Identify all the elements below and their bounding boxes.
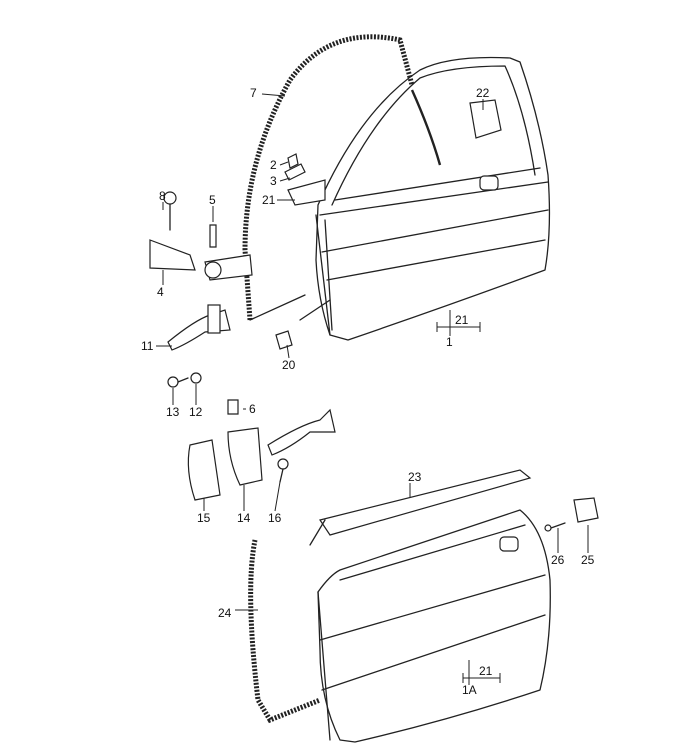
callout-11: 11 [141,339,154,353]
callout-25: 25 [581,553,595,567]
callout-6: 6 [249,402,256,416]
handle-parts [187,408,336,501]
hinge-parts [149,99,502,415]
sill-trim [319,469,532,536]
callout-1: 1 [446,335,453,349]
callout-5: 5 [209,193,216,207]
callout-14: 14 [237,511,251,525]
leader-lines [156,93,589,685]
callout-16: 16 [268,511,282,525]
callout-12: 12 [189,405,203,419]
callout-22: 22 [476,86,490,100]
callout-20: 20 [282,358,296,372]
callout-1A: 1A [462,683,477,697]
door-seal-lower [248,539,321,724]
callout-15: 15 [197,511,211,525]
callout-3: 3 [270,174,277,188]
callout-2: 2 [270,158,277,172]
callout-21: 21 [262,193,276,207]
callout-8: 8 [159,189,166,203]
callout-21-lower: 21 [479,664,493,678]
door-seal-upper [242,34,415,321]
door-shell-upper [315,56,551,341]
callout-21-door: 21 [455,313,469,327]
callout-4: 4 [157,285,164,299]
callout-13: 13 [166,405,180,419]
door-shell-lower [317,509,551,743]
callout-26: 26 [551,553,565,567]
callout-23: 23 [408,470,422,484]
callout-24: 24 [218,606,232,620]
callout-7: 7 [250,86,257,100]
